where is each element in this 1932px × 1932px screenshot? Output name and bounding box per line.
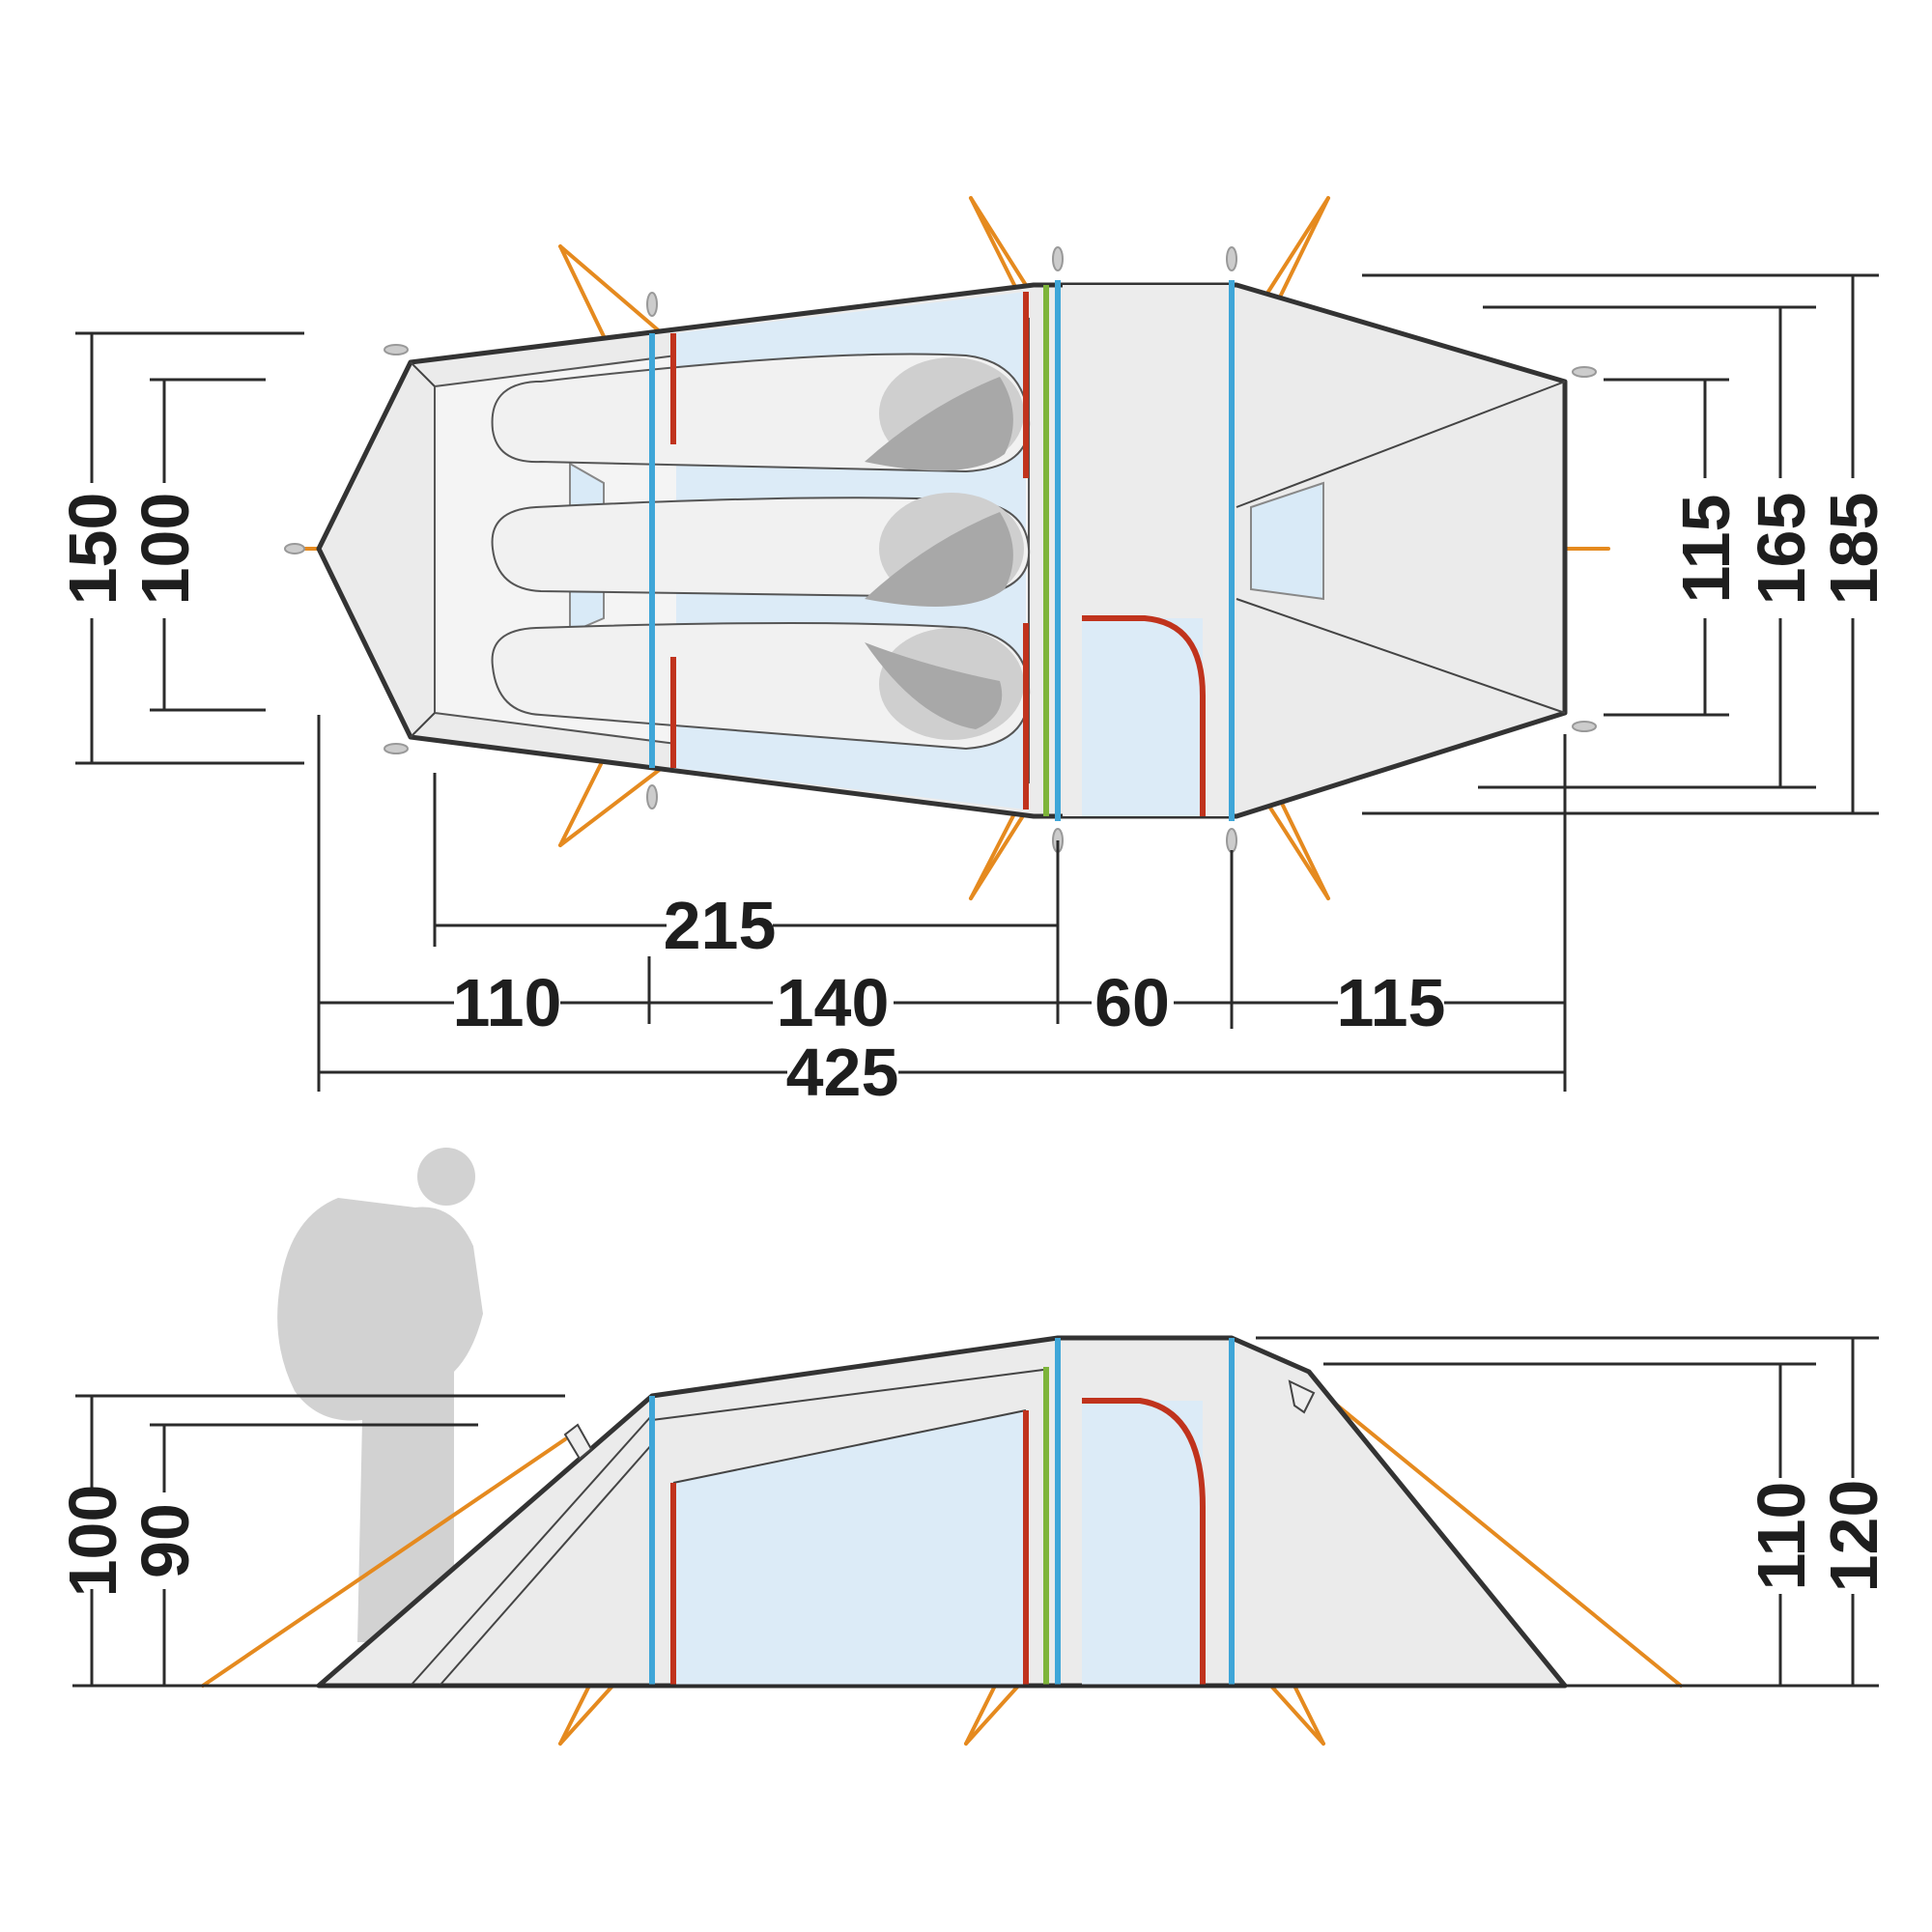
- peg: [1052, 246, 1064, 271]
- dim-label-right-width-mid: 165: [1744, 493, 1819, 606]
- top-view-right-vent: [1250, 481, 1324, 601]
- top-view-door-zip: [1082, 615, 1206, 816]
- side-view-rear-vent: [1288, 1379, 1316, 1414]
- side-view-fly-edge: [651, 1369, 1044, 1421]
- peg: [1572, 721, 1597, 732]
- side-view-inner-top: [672, 1409, 1027, 1484]
- side-view-vent: [563, 1423, 593, 1461]
- dim-label-right-height-outer: 120: [1816, 1480, 1891, 1593]
- side-view-front-panel: [410, 1414, 653, 1687]
- top-view-poles: [649, 280, 1235, 821]
- side-view-door: [1082, 1401, 1203, 1686]
- top-view-door: [1082, 618, 1203, 816]
- top-view-vestibule-lines: [410, 361, 1566, 738]
- dim-label-left-height-outer: 100: [55, 1485, 130, 1598]
- side-view-inner-tent: [673, 1410, 1026, 1686]
- side-view-dimension-lines: [75, 1336, 1879, 1686]
- dim-label-right-width-inner: 115: [1668, 495, 1744, 604]
- dim-label-segment-2: 140: [777, 965, 890, 1040]
- dim-label-left-width-inner: 100: [128, 493, 203, 606]
- dim-label-left-width-outer: 150: [55, 493, 130, 606]
- dim-label-right-height-inner: 110: [1744, 1482, 1819, 1591]
- pillow-shadow: [865, 642, 1003, 729]
- dim-label-inner-length: 215: [664, 888, 777, 963]
- peg: [384, 743, 409, 754]
- side-view-dimension-labels: 100 90 110 120: [55, 1480, 1891, 1598]
- peg: [284, 543, 305, 554]
- dim-label-total-length: 425: [786, 1035, 899, 1110]
- peg: [384, 344, 409, 355]
- peg: [1226, 246, 1237, 271]
- top-view-dimension-lines: [75, 273, 1879, 1092]
- peg: [1572, 366, 1597, 378]
- peg: [1226, 828, 1237, 853]
- top-view-dimension-labels: 215 110 140 60 115 425 150 100 115 165 1…: [55, 493, 1891, 1110]
- top-view-pegs: [284, 246, 1597, 853]
- dim-label-left-height-inner: 90: [128, 1503, 203, 1578]
- peg: [646, 292, 658, 317]
- side-view: 100 90 110 120: [55, 1148, 1891, 1746]
- peg: [646, 784, 658, 810]
- pillow-shadow: [865, 512, 1013, 607]
- dim-label-segment-1: 110: [453, 965, 562, 1040]
- dim-label-right-width-outer: 185: [1816, 493, 1891, 606]
- top-view-sleeping-bags: [491, 353, 1031, 751]
- pillow-shadow: [865, 377, 1013, 471]
- top-view: 215 110 140 60 115 425 150 100 115 165 1…: [55, 196, 1891, 1110]
- side-view-front-panel-inner: [439, 1443, 653, 1687]
- side-view-door-zip: [1082, 1398, 1206, 1686]
- dim-label-segment-4: 115: [1337, 965, 1446, 1040]
- side-view-poles: [649, 1338, 1235, 1686]
- dim-label-segment-3: 60: [1094, 965, 1170, 1040]
